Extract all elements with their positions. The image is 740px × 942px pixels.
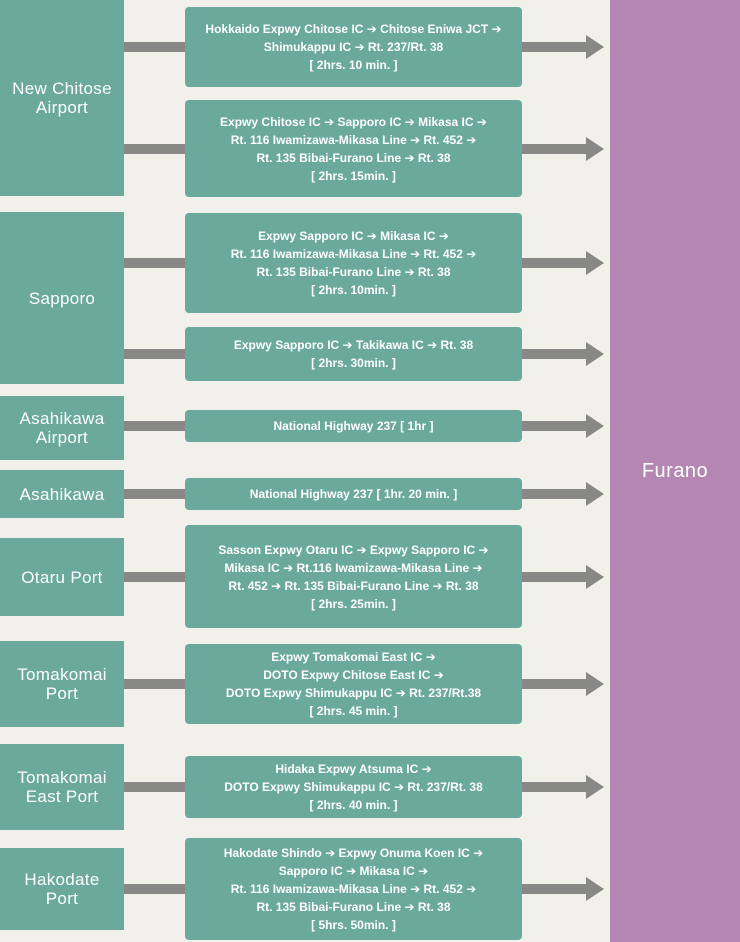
connector-bar: [124, 782, 185, 792]
route-box: National Highway 237 [ 1hr ]: [185, 410, 522, 442]
arrow-shaft: [522, 679, 588, 689]
route-box: National Highway 237 [ 1hr. 20 min. ]: [185, 478, 522, 510]
arrow-shaft: [522, 489, 588, 499]
connector-bar: [124, 349, 185, 359]
arrow-right-icon: [586, 564, 604, 589]
arrow-right-icon: [586, 482, 604, 506]
origin-box: New Chitose Airport: [0, 0, 124, 196]
route-box: Hokkaido Expwy Chitose IC ➔ Chitose Eniw…: [185, 7, 522, 87]
connector-bar: [124, 489, 185, 499]
connector-bar: [124, 679, 185, 689]
origin-label: Hakodate Port: [24, 870, 100, 908]
arrow-shaft: [522, 42, 588, 52]
route-description: Expwy Sapporo IC ➔ Takikawa IC ➔ Rt. 38 …: [233, 338, 474, 370]
route-description: Sasson Expwy Otaru IC ➔ Expwy Sapporo IC…: [218, 542, 489, 611]
arrow-shaft: [522, 884, 588, 894]
route-description: Hidaka Expwy Atsuma IC ➔ DOTO Expwy Shim…: [224, 762, 483, 812]
route-box: Expwy Sapporo IC ➔ Mikasa IC ➔ Rt. 116 I…: [185, 213, 522, 313]
connector-bar: [124, 42, 185, 52]
origin-label: Tomakomai Port: [17, 665, 107, 703]
route-description: Expwy Sapporo IC ➔ Mikasa IC ➔ Rt. 116 I…: [230, 229, 477, 297]
arrow-right-icon: [586, 414, 604, 438]
origin-box: Otaru Port: [0, 538, 124, 616]
connector-bar: [124, 884, 185, 894]
arrow-right-icon: [586, 877, 604, 901]
route-box: Expwy Sapporo IC ➔ Takikawa IC ➔ Rt. 38 …: [185, 327, 522, 381]
route-description: Hokkaido Expwy Chitose IC ➔ Chitose Eniw…: [205, 22, 502, 72]
arrow-shaft: [522, 782, 588, 792]
arrow-shaft: [522, 258, 588, 268]
origin-box: Sapporo: [0, 212, 124, 384]
connector-bar: [124, 143, 185, 154]
destination-furano: Furano: [610, 0, 740, 942]
route-box: Expwy Chitose IC ➔ Sapporo IC ➔ Mikasa I…: [185, 100, 522, 197]
origin-box: Hakodate Port: [0, 848, 124, 930]
route-description: Expwy Chitose IC ➔ Sapporo IC ➔ Mikasa I…: [220, 114, 487, 183]
connector-bar: [124, 258, 185, 268]
origin-box: Tomakomai Port: [0, 641, 124, 727]
origin-label: Asahikawa Airport: [19, 409, 105, 447]
arrow-shaft: [522, 349, 588, 359]
arrow-right-icon: [586, 251, 604, 275]
route-description: National Highway 237 [ 1hr. 20 min. ]: [249, 487, 458, 501]
route-box: Hakodate Shindo ➔ Expwy Onuma Koen IC ➔ …: [185, 838, 522, 940]
arrow-shaft: [522, 143, 588, 154]
arrow-right-icon: [586, 672, 604, 696]
arrow-right-icon: [586, 35, 604, 59]
route-description: Expwy Tomakomai East IC ➔ DOTO Expwy Chi…: [225, 650, 482, 718]
destination-label: Furano: [641, 459, 709, 482]
route-description: Hakodate Shindo ➔ Expwy Onuma Koen IC ➔ …: [223, 846, 484, 932]
origin-box: Asahikawa Airport: [0, 396, 124, 460]
route-box: Expwy Tomakomai East IC ➔ DOTO Expwy Chi…: [185, 644, 522, 724]
origin-label: Asahikawa: [19, 484, 105, 504]
arrow-shaft: [522, 571, 588, 582]
arrow-right-icon: [586, 136, 604, 161]
origin-label: New Chitose Airport: [12, 79, 112, 117]
origin-label: Sapporo: [28, 288, 96, 308]
connector-bar: [124, 571, 185, 582]
arrow-right-icon: [586, 775, 604, 799]
origin-label: Otaru Port: [21, 567, 103, 587]
origin-box: Tomakomai East Port: [0, 744, 124, 830]
arrow-right-icon: [586, 342, 604, 366]
route-box: Hidaka Expwy Atsuma IC ➔ DOTO Expwy Shim…: [185, 756, 522, 818]
route-box: Sasson Expwy Otaru IC ➔ Expwy Sapporo IC…: [185, 525, 522, 628]
arrow-shaft: [522, 421, 588, 431]
connector-bar: [124, 421, 185, 431]
origin-box: Asahikawa: [0, 470, 124, 518]
route-description: National Highway 237 [ 1hr ]: [273, 419, 434, 433]
origin-label: Tomakomai East Port: [17, 768, 107, 806]
